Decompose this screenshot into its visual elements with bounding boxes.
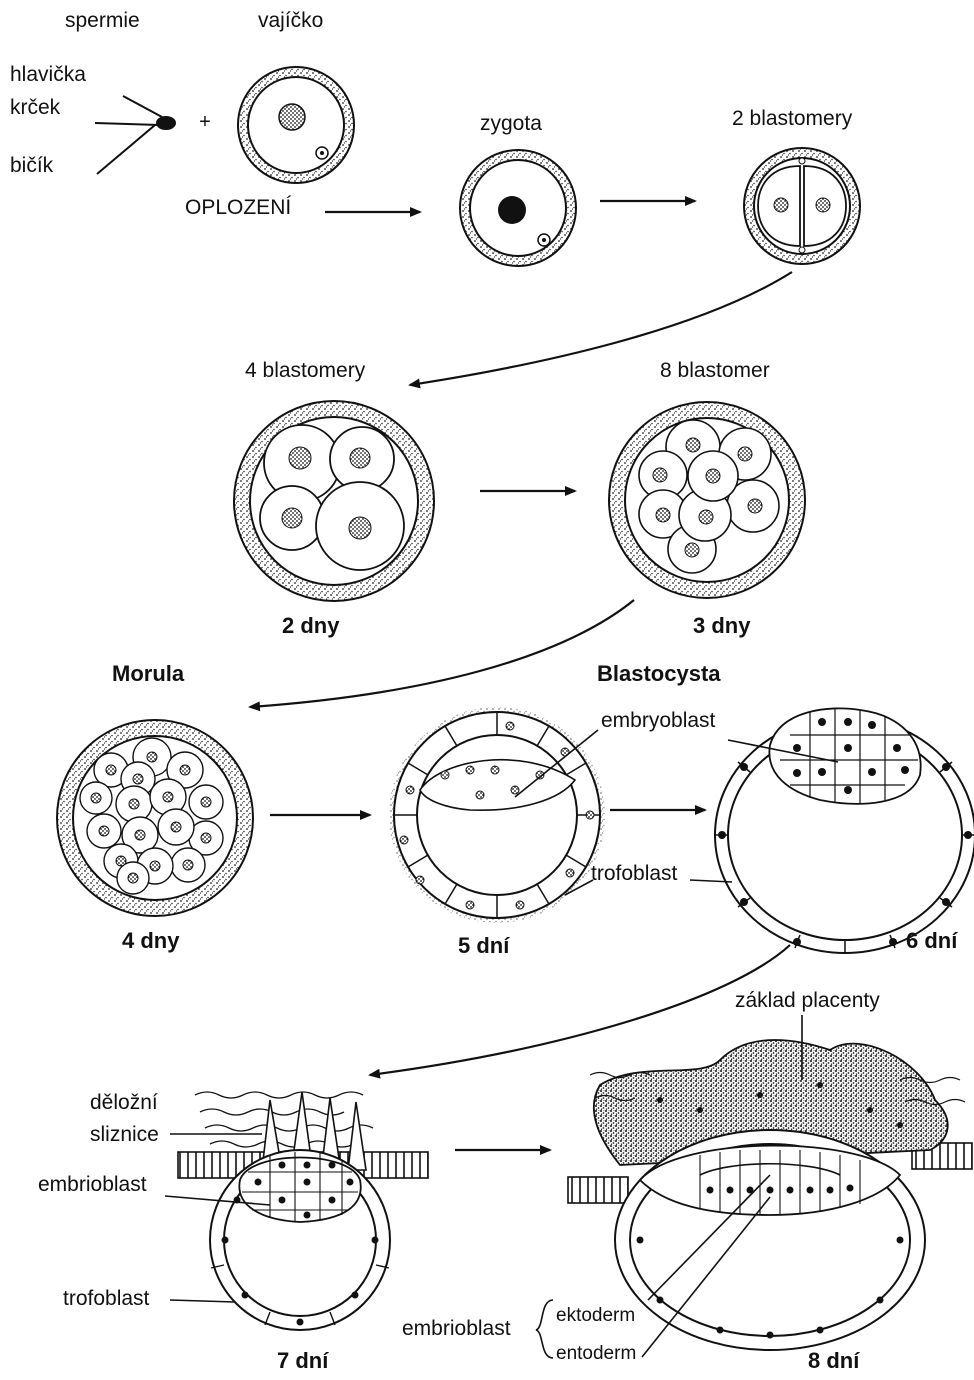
egg-cell <box>238 67 354 183</box>
label-oplozeni: OPLOZENÍ <box>185 197 291 218</box>
label-morula: Morula <box>112 663 184 685</box>
implantation-day7 <box>178 1092 428 1330</box>
plus-sign: + <box>199 111 211 133</box>
label-bicik: bičík <box>10 155 53 176</box>
label-hlavicka: hlavička <box>10 64 86 85</box>
label-embrioblast-7: embrioblast <box>38 1174 147 1195</box>
label-ektoderm: ektoderm <box>556 1306 635 1325</box>
label-day-7: 7 dní <box>277 1350 328 1372</box>
label-day-4: 4 dny <box>122 930 179 952</box>
label-krcek: krček <box>10 97 60 118</box>
label-day-5: 5 dní <box>458 935 509 957</box>
label-2-blastomery: 2 blastomery <box>732 108 852 129</box>
label-day-3: 3 dny <box>693 615 750 637</box>
sperm-illustration <box>95 96 175 174</box>
label-spermie: spermie <box>65 10 140 31</box>
label-day-6: 6 dní <box>906 930 957 952</box>
label-zygota: zygota <box>480 113 542 134</box>
implantation-day8 <box>568 1040 972 1350</box>
label-day-8: 8 dní <box>808 1350 859 1372</box>
label-delozni: děložní <box>90 1092 158 1113</box>
label-vajicko: vajíčko <box>258 10 323 31</box>
four-blastomeres-cell <box>234 401 434 601</box>
label-trofoblast-6: trofoblast <box>591 863 677 884</box>
label-trofoblast-7: trofoblast <box>63 1288 149 1309</box>
two-blastomeres-cell <box>744 148 860 264</box>
label-embryoblast: embryoblast <box>601 710 715 731</box>
label-4-blastomery: 4 blastomery <box>245 360 365 381</box>
label-embrioblast-8: embrioblast <box>402 1318 511 1339</box>
eight-blastomeres-cell <box>609 402 805 598</box>
label-8-blastomer: 8 blastomer <box>660 360 770 381</box>
label-sliznice: sliznice <box>90 1124 159 1145</box>
morula-cell <box>57 720 253 916</box>
label-day-2: 2 dny <box>282 615 339 637</box>
label-entoderm: entoderm <box>556 1344 636 1363</box>
zygote-cell <box>460 150 576 266</box>
label-blastocysta: Blastocysta <box>597 663 721 685</box>
label-zaklad-placenty: základ placenty <box>735 990 880 1011</box>
